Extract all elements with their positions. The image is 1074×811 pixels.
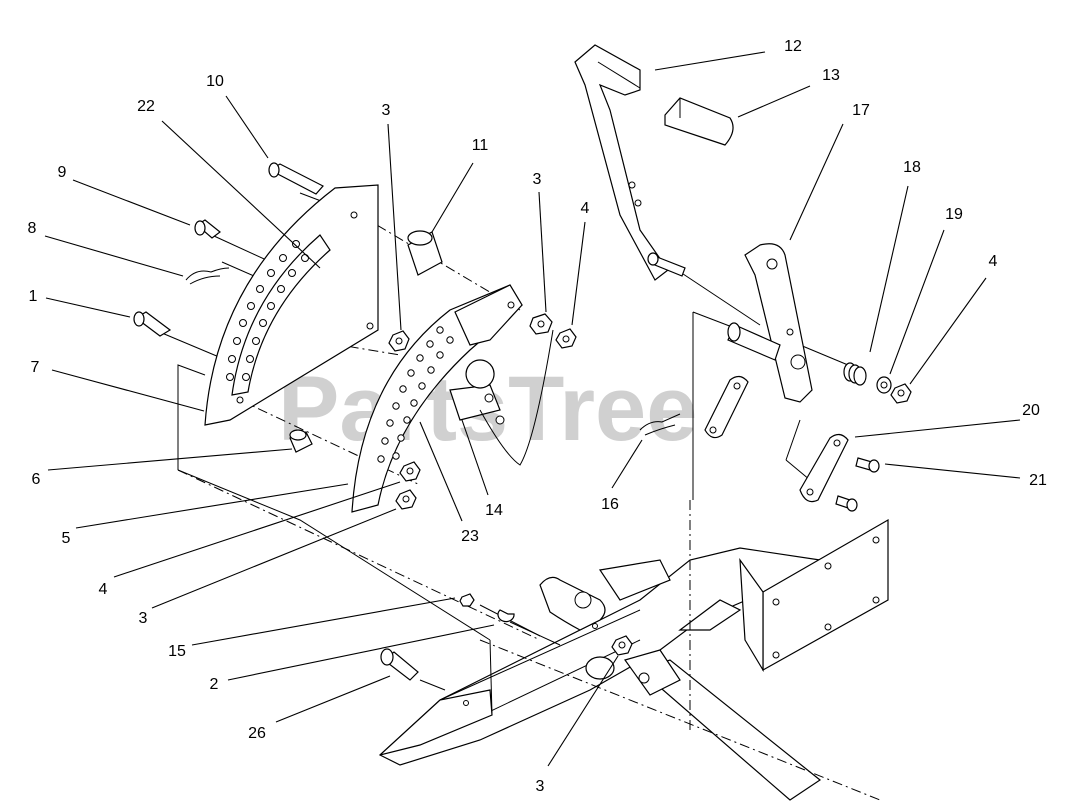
callout-23: 23 xyxy=(461,528,479,545)
callout-6: 6 xyxy=(31,471,41,488)
callout-8: 8 xyxy=(27,220,37,237)
callout-13: 13 xyxy=(822,67,840,84)
callout-22: 22 xyxy=(137,98,155,115)
callout-26: 26 xyxy=(248,725,266,742)
callout-19: 19 xyxy=(945,206,963,223)
callout-21: 21 xyxy=(1029,472,1047,489)
callout-3: 3 xyxy=(532,171,542,188)
callout-9: 9 xyxy=(57,164,67,181)
callout-14: 14 xyxy=(485,502,503,519)
callout-12: 12 xyxy=(784,38,802,55)
callout-7: 7 xyxy=(30,359,40,376)
callout-11: 11 xyxy=(471,137,489,154)
callout-3: 3 xyxy=(535,778,545,795)
quadrant-plate-7-holes xyxy=(226,240,309,381)
quadrant-plate-23-holes xyxy=(377,326,454,463)
callout-1: 1 xyxy=(28,288,38,305)
lever-parts xyxy=(574,44,912,512)
callout-20: 20 xyxy=(1022,402,1040,419)
callout-10: 10 xyxy=(206,73,224,90)
callout-3: 3 xyxy=(381,102,391,119)
frame-assembly xyxy=(378,518,889,801)
spring-18 xyxy=(843,362,867,386)
callout-5: 5 xyxy=(61,530,71,547)
callout-3: 3 xyxy=(138,610,148,627)
callout-2: 2 xyxy=(209,676,219,693)
callout-4: 4 xyxy=(580,200,590,217)
quadrant-plate-23 xyxy=(351,284,523,513)
callout-4: 4 xyxy=(988,253,998,270)
callout-16: 16 xyxy=(601,496,619,513)
callout-15: 15 xyxy=(168,643,186,660)
callout-4: 4 xyxy=(98,581,108,598)
leader-lines xyxy=(44,51,1021,767)
callout-18: 18 xyxy=(903,159,921,176)
quadrant-plate-7 xyxy=(204,184,379,426)
callout-17: 17 xyxy=(852,102,870,119)
hardware xyxy=(133,162,633,681)
